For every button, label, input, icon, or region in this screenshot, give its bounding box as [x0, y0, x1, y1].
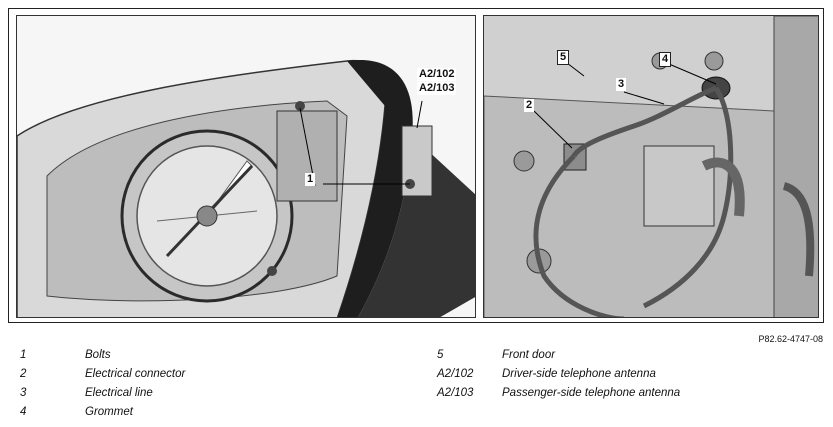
- figure-frame: 1 A2/102 A2/103: [8, 8, 824, 323]
- legend-text: Passenger-side telephone antenna: [502, 387, 681, 399]
- callout-front-door: 5: [557, 50, 570, 65]
- legend-number: A2/102: [437, 368, 474, 380]
- front-door-illustration: 5 4 3 2: [483, 15, 819, 318]
- legend-item: 1 Bolts: [20, 346, 185, 365]
- legend-text: Driver-side telephone antenna: [502, 368, 656, 380]
- legend-text: Electrical connector: [85, 368, 186, 380]
- legend-item: 5 Front door: [437, 346, 680, 365]
- callout-grommet: 4: [659, 52, 672, 67]
- callout-electrical-line: 3: [616, 78, 627, 91]
- legend-item: 3 Electrical line: [20, 384, 185, 403]
- legend-item: A2/102 Driver-side telephone antenna: [437, 365, 680, 384]
- legend-item: 2 Electrical connector: [20, 365, 185, 384]
- callout-bolts: 1: [305, 173, 316, 186]
- legend-number: 1: [20, 349, 27, 361]
- legend-text: Front door: [502, 349, 556, 361]
- legend-text: Bolts: [85, 349, 111, 361]
- legend-item: 4 Grommet: [20, 403, 185, 422]
- callout-antenna-driver: A2/102: [417, 68, 457, 81]
- legend-item: A2/103 Passenger-side telephone antenna: [437, 384, 680, 403]
- legend-number: 3: [20, 387, 27, 399]
- callout-electrical-connector: 2: [524, 99, 535, 112]
- figure-reference: P82.62-4747-08: [758, 334, 823, 344]
- legend-number: A2/103: [437, 387, 474, 399]
- front-door-drawing: [484, 16, 818, 317]
- legend-number: 5: [437, 349, 444, 361]
- callout-antenna-passenger: A2/103: [417, 82, 457, 95]
- mirror-housing-drawing: [17, 16, 475, 317]
- mirror-housing-illustration: 1 A2/102 A2/103: [16, 15, 476, 318]
- legend-number: 4: [20, 406, 27, 418]
- legend-left: 1 Bolts 2 Electrical connector 3 Electrical…: [20, 346, 185, 422]
- legend-text: Electrical line: [85, 387, 153, 399]
- legend-number: 2: [20, 368, 27, 380]
- legend-right: 5 Front door A2/102 Driver-side telephone …: [437, 346, 680, 403]
- legend-text: Grommet: [85, 406, 133, 418]
